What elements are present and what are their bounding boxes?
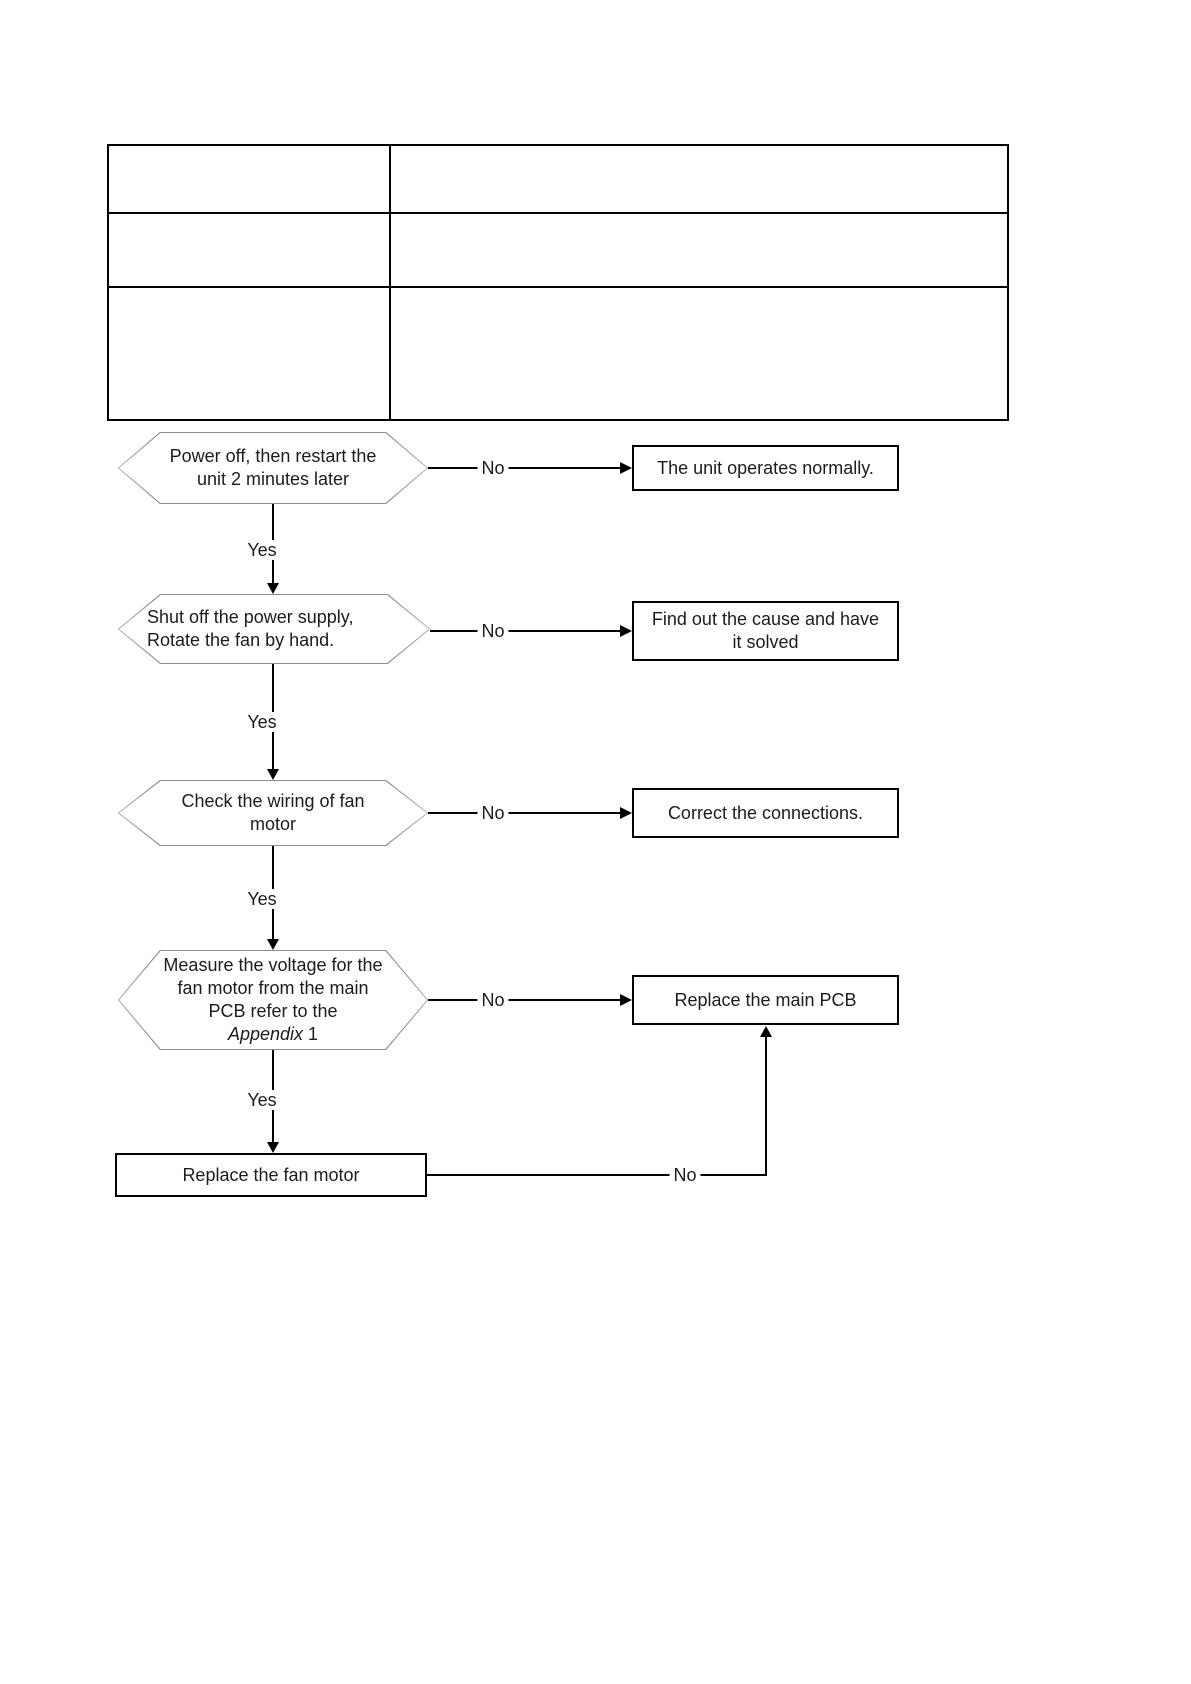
decision-4-hexagon: Measure the voltage for the fan motor fr… (118, 950, 428, 1050)
arrowhead-down-icon (267, 1142, 279, 1153)
no-label-3: No (477, 803, 509, 823)
troubleshooting-table (107, 144, 1009, 421)
result-line: it solved (732, 632, 799, 652)
arrowhead-right-icon (620, 994, 632, 1006)
decision-line: Power off, then restart the (169, 446, 377, 466)
table-cell (107, 144, 391, 214)
decision-3-text: Check the wiring of fan motor (119, 781, 427, 845)
arrowhead-right-icon (620, 625, 632, 637)
table-row (107, 286, 1009, 421)
decision-line: fan motor from the main (177, 978, 369, 998)
table-cell (389, 144, 1009, 214)
decision-line: Check the wiring of fan (181, 791, 365, 811)
decision-2-text: Shut off the power supply, Rotate the fa… (119, 595, 429, 663)
arrowhead-down-icon (267, 769, 279, 780)
arrowhead-down-icon (267, 583, 279, 594)
result-3-box: Correct the connections. (632, 788, 899, 838)
table-cell (107, 212, 391, 288)
no-line-5-vertical (765, 1037, 767, 1176)
result-4-box: Replace the main PCB (632, 975, 899, 1025)
decision-line: unit 2 minutes later (196, 469, 350, 489)
table-cell (389, 212, 1009, 288)
yes-label-3: Yes (243, 889, 281, 909)
result-line: The unit operates normally. (657, 457, 874, 478)
decision-3-hexagon: Check the wiring of fan motor (118, 780, 428, 846)
decision-line: Shut off the power supply, (147, 607, 354, 627)
decision-1-hexagon: Power off, then restart the unit 2 minut… (118, 432, 428, 504)
yes-label-4: Yes (243, 1090, 281, 1110)
decision-1-text: Power off, then restart the unit 2 minut… (119, 433, 427, 503)
no-label-1: No (477, 458, 509, 478)
appendix-number: 1 (303, 1024, 319, 1044)
result-1-box: The unit operates normally. (632, 445, 899, 491)
arrowhead-right-icon (620, 462, 632, 474)
decision-2-hexagon: Shut off the power supply, Rotate the fa… (118, 594, 430, 664)
no-line-1 (428, 467, 620, 469)
arrowhead-down-icon (267, 939, 279, 950)
no-label-2: No (477, 621, 509, 641)
table-row (107, 212, 1009, 288)
no-label-4: No (477, 990, 509, 1010)
no-label-5: No (669, 1165, 701, 1185)
result-line: Find out the cause and have (651, 609, 880, 629)
table-cell (389, 286, 1009, 421)
table-cell (107, 286, 391, 421)
result-line: Correct the connections. (667, 802, 864, 823)
decision-line: Rotate the fan by hand. (147, 630, 335, 650)
result-line: Replace the main PCB (674, 989, 857, 1010)
no-line-2 (430, 630, 620, 632)
arrowhead-right-icon (620, 807, 632, 819)
decision-4-text: Measure the voltage for the fan motor fr… (119, 951, 427, 1049)
final-action-box: Replace the fan motor (115, 1153, 427, 1197)
no-line-3 (428, 812, 620, 814)
decision-line: PCB refer to the (208, 1001, 338, 1021)
final-action-label: Replace the fan motor (182, 1164, 360, 1185)
arrowhead-up-icon (760, 1026, 772, 1037)
table-row (107, 144, 1009, 214)
result-2-box: Find out the cause and have it solved (632, 601, 899, 661)
no-line-4 (428, 999, 620, 1001)
no-line-5-horizontal (427, 1174, 767, 1176)
decision-line: Appendix 1 (228, 1023, 318, 1046)
appendix-reference: Appendix (227, 1024, 304, 1044)
yes-label-1: Yes (243, 540, 281, 560)
decision-line: Measure the voltage for the (163, 955, 383, 975)
decision-line: motor (249, 814, 296, 834)
yes-label-2: Yes (243, 712, 281, 732)
